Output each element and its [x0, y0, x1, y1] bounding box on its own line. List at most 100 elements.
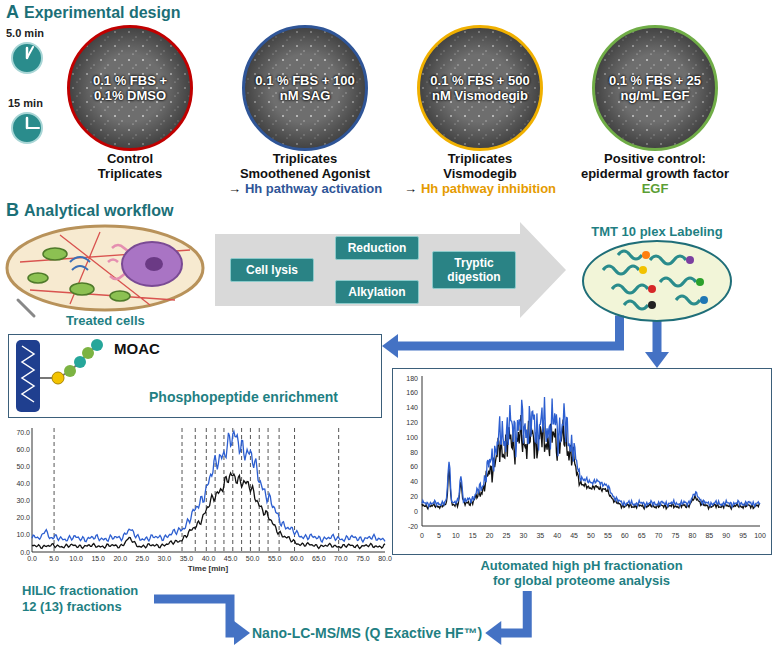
flow-arrow	[382, 316, 620, 358]
axis-tick: 65.0	[312, 555, 326, 562]
axis-tick: 20.0	[113, 555, 127, 562]
chromatogram	[32, 431, 385, 548]
fraction-cut	[259, 428, 260, 552]
axis-tick: 85	[705, 532, 713, 539]
axis-tick: 40.0	[202, 555, 216, 562]
trace-black	[422, 415, 760, 509]
flow-arrow	[154, 599, 250, 645]
arrow-shaft	[397, 316, 620, 346]
arrow-symbol: →	[404, 181, 417, 196]
axis-tick: 25.0	[136, 555, 150, 562]
method-name: MOAC	[114, 340, 160, 357]
chart-axis	[422, 526, 760, 527]
condition-circle: 0.1 % FBS + 500 nM VismodegibTriplicates…	[417, 25, 543, 151]
tag	[639, 266, 647, 274]
fraction-cut	[215, 428, 216, 552]
condition-circle: 0.1 % FBS + 100 nM SAGTriplicates Smooth…	[242, 25, 368, 151]
tag	[686, 256, 694, 264]
axis-tick: 180	[406, 375, 418, 382]
axis-tick: 70	[655, 532, 663, 539]
caption-text: Triplicates Smoothened Agonist	[240, 151, 370, 181]
peptide-illustration	[583, 241, 731, 321]
enrichment-box: MOACPhosphopeptide enrichment	[8, 334, 382, 418]
axis-tick: 45	[570, 532, 578, 539]
axis-tick: 80.0	[378, 555, 392, 562]
caption-line: Triplicates Vismodegib	[432, 151, 528, 181]
arrow-head	[382, 334, 398, 358]
fractionation-caption: HILIC fractionation 12 (13) fractions	[22, 583, 150, 615]
residue	[74, 356, 86, 368]
chart-axis	[32, 428, 33, 552]
arrow-shaft	[653, 321, 662, 353]
condition-caption: Triplicates Vismodegib → Hh pathway inhibi…	[370, 151, 590, 196]
caption-text: Triplicates Vismodegib	[443, 151, 516, 181]
peptide	[650, 256, 686, 264]
tag	[648, 285, 656, 293]
axis-tick: 20.0	[16, 514, 30, 521]
tag	[648, 301, 656, 309]
fraction-cut	[54, 428, 55, 552]
axis-tick: 5.0	[49, 555, 59, 562]
caption-text: Positive control: epidermal growth facto…	[581, 151, 729, 181]
axis-tick: 30	[520, 532, 528, 539]
cell-image	[69, 27, 191, 149]
caption-line: Triplicates Smoothened Agonist	[235, 151, 375, 181]
bond	[58, 345, 97, 378]
workflow-arrow	[215, 222, 566, 318]
fraction-cut	[338, 428, 339, 552]
axis-tick: 80	[410, 449, 418, 456]
residue	[64, 365, 76, 377]
axis-tick: 100	[754, 532, 766, 539]
axis-tick: 55.0	[268, 555, 282, 562]
fraction-cut	[232, 428, 233, 552]
condition-circle: 0.1 % FBS + 0.1% DMSOControl Triplicates	[67, 25, 193, 151]
microscopy-images	[69, 27, 716, 149]
axis-tick: 40	[553, 532, 561, 539]
process-box: Reduction	[335, 236, 419, 260]
trace-blue	[422, 397, 760, 507]
fraction-cut	[195, 428, 196, 552]
panel-heading: Experimental design	[24, 4, 181, 22]
panel-letter: B	[6, 200, 19, 221]
condition-text: 0.1 % FBS + 0.1% DMSO	[78, 73, 182, 103]
clock-icon	[12, 43, 42, 73]
clock-icon	[12, 113, 42, 143]
peptide	[618, 251, 642, 259]
condition-text: 0.1 % FBS + 100 nM SAG	[253, 73, 357, 103]
axis-tick: -20	[408, 523, 418, 530]
tag	[700, 296, 708, 304]
hilic-chart	[32, 428, 385, 552]
axis-tick: 45.0	[224, 555, 238, 562]
axis-tick: 50.0	[246, 555, 260, 562]
axis-title: Time [min]	[188, 565, 228, 573]
arrow-shaft	[154, 599, 235, 633]
axis-tick: 55	[604, 532, 612, 539]
condition-text: 0.1 % FBS + 25 ng/mL EGF	[603, 73, 707, 103]
cell-label: Treated cells	[66, 313, 145, 328]
cell-membrane	[7, 226, 203, 310]
golgi	[70, 257, 90, 270]
axis-tick: 75.0	[356, 555, 370, 562]
pathway-effect: Hh pathway inhibition	[421, 181, 556, 196]
axis-tick: 75	[672, 532, 680, 539]
axis-tick: 15	[469, 532, 477, 539]
axis-tick: 70.0	[334, 555, 348, 562]
bead-surface	[16, 340, 40, 412]
condition-text: 0.1 % FBS + 500 nM Vismodegib	[428, 73, 532, 103]
nucleolus	[145, 257, 163, 271]
flow-arrow	[485, 591, 527, 645]
process-box: Cell lysis	[230, 258, 314, 282]
fraction-cuts	[54, 428, 339, 552]
axis-tick: 10.0	[16, 531, 30, 538]
axis-tick: 35	[536, 532, 544, 539]
process-box: Tryptic digestion	[432, 251, 516, 289]
cell-image-shade	[419, 27, 541, 149]
labeling-heading: TMT 10 plex Labeling	[591, 224, 722, 239]
tag	[642, 251, 650, 259]
axis-tick: 50	[587, 532, 595, 539]
axis-tick: 80	[689, 532, 697, 539]
mitochondrion	[28, 273, 48, 283]
panel-letter: A	[6, 2, 19, 23]
time-label: 5.0 min	[6, 27, 44, 39]
axis-tick: 15.0	[91, 555, 105, 562]
